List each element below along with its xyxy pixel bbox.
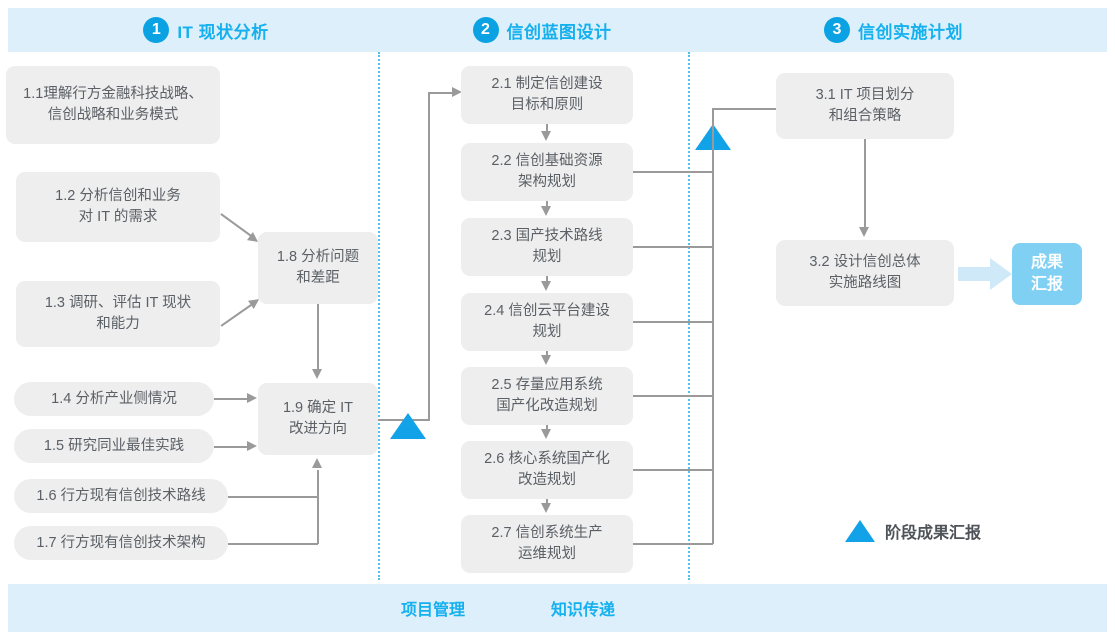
connector-1-5-to-1-9-arrow [247, 441, 257, 451]
connector-2-6-to-2-7-arrow [541, 503, 551, 513]
connector-2-1-to-2-2-arrow [541, 131, 551, 141]
collector-line-2-5 [633, 395, 713, 397]
connector-to-2-1 [428, 92, 454, 94]
collector-bus-phase-2 [712, 150, 714, 544]
node-1-7[interactable]: 1.7 行方现有信创技术架构 [14, 526, 228, 560]
node-1-3[interactable]: 1.3 调研、评估 IT 现状和能力 [16, 281, 220, 347]
connector-2-3-to-2-4 [546, 276, 548, 283]
milestone-triangle-phase-1 [390, 413, 426, 439]
node-2-2[interactable]: 2.2 信创基础资源架构规划 [461, 143, 633, 201]
phase-number-1: 1 [143, 17, 170, 43]
node-1-8[interactable]: 1.8 分析问题和差距 [258, 232, 378, 304]
phase-title-1: IT 现状分析 [177, 22, 269, 42]
connector-2-3-to-2-4-arrow [541, 281, 551, 291]
phase-banner-3: 3 信创实施计划 [680, 8, 1107, 52]
node-1-2[interactable]: 1.2 分析信创和业务对 IT 的需求 [16, 172, 220, 242]
connector-2-4-to-2-5 [546, 351, 548, 357]
phase-title-3: 信创实施计划 [858, 22, 963, 42]
connector-1-8-to-1-9-arrow [312, 369, 322, 379]
connector-1-8-to-1-9 [317, 304, 319, 370]
connector-2-5-to-2-6 [546, 425, 548, 431]
connector-1-67-arrow [312, 458, 322, 468]
phase-banner-2-shape [372, 8, 712, 52]
connector-2-1-to-2-2 [546, 124, 548, 133]
connector-2-5-to-2-6-arrow [541, 429, 551, 439]
node-3-2[interactable]: 3.2 设计信创总体实施路线图 [776, 240, 954, 306]
connector-1-9-riser [428, 92, 430, 420]
phase-banner-1: 1 IT 现状分析 [8, 8, 404, 52]
node-2-6[interactable]: 2.6 核心系统国产化改造规划 [461, 441, 633, 499]
connector-to-2-1-arrow [452, 87, 462, 97]
connector-2-4-to-2-5-arrow [541, 355, 551, 365]
phase-banner-3-shape [680, 8, 1107, 52]
phase-title-2: 信创蓝图设计 [506, 22, 612, 42]
collector-line-2-6 [633, 469, 713, 471]
bottom-label-project-management: 项目管理 [401, 602, 466, 619]
connector-1-4-to-1-9-arrow [247, 393, 257, 403]
bottom-label-knowledge-transfer: 知识传递 [551, 602, 616, 619]
phase-banner-2: 2 信创蓝图设计 [372, 8, 712, 52]
collector-line-2-4 [633, 321, 713, 323]
bottom-banner-shape [8, 584, 1107, 632]
result-badge[interactable]: 成果汇报 [1012, 243, 1082, 305]
connector-to-3-1 [712, 108, 780, 110]
milestone-triangle-icon [845, 520, 875, 542]
phase-divider-1-2 [378, 52, 380, 580]
collector-line-2-2 [633, 171, 713, 173]
collector-line-2-3 [633, 246, 713, 248]
node-1-4[interactable]: 1.4 分析产业侧情况 [14, 382, 214, 416]
phase-number-2: 2 [472, 17, 499, 43]
result-arrow-icon [958, 258, 1012, 290]
collector-line-2-7 [633, 543, 713, 545]
phase-number-3: 3 [824, 17, 850, 43]
node-1-1[interactable]: 1.1理解行方金融科技战略、信创战略和业务模式 [6, 66, 220, 144]
phase-divider-2-3 [688, 52, 690, 580]
connector-2-6-to-2-7 [546, 499, 548, 505]
node-2-7[interactable]: 2.7 信创系统生产运维规划 [461, 515, 633, 573]
bottom-banner: 项目管理 知识传递 [8, 584, 1107, 632]
connector-2-2-to-2-3-arrow [541, 206, 551, 216]
node-2-4[interactable]: 2.4 信创云平台建设规划 [461, 293, 633, 351]
node-2-3[interactable]: 2.3 国产技术路线规划 [461, 218, 633, 276]
connector-1-6-bus [228, 496, 318, 498]
node-1-5[interactable]: 1.5 研究同业最佳实践 [14, 429, 214, 463]
node-2-5[interactable]: 2.5 存量应用系统国产化改造规划 [461, 367, 633, 425]
connector-1-7-bus [228, 543, 318, 545]
legend: 阶段成果汇报 [845, 519, 981, 543]
phase-banner-1-shape [8, 8, 404, 52]
node-1-6[interactable]: 1.6 行方现有信创技术路线 [14, 479, 228, 513]
connector-2-2-to-2-3 [546, 201, 548, 208]
node-3-1[interactable]: 3.1 IT 项目划分和组合策略 [776, 73, 954, 139]
legend-label: 阶段成果汇报 [885, 525, 982, 542]
connector-3-1-to-3-2-arrow [859, 227, 869, 237]
node-2-1[interactable]: 2.1 制定信创建设目标和原则 [461, 66, 633, 124]
connector-3-1-to-3-2 [864, 139, 866, 229]
connector-1-5-to-1-9 [214, 446, 248, 448]
connector-1-4-to-1-9 [214, 398, 248, 400]
connector-phase2-riser [712, 108, 714, 152]
connector-1-67-riser [317, 470, 319, 544]
